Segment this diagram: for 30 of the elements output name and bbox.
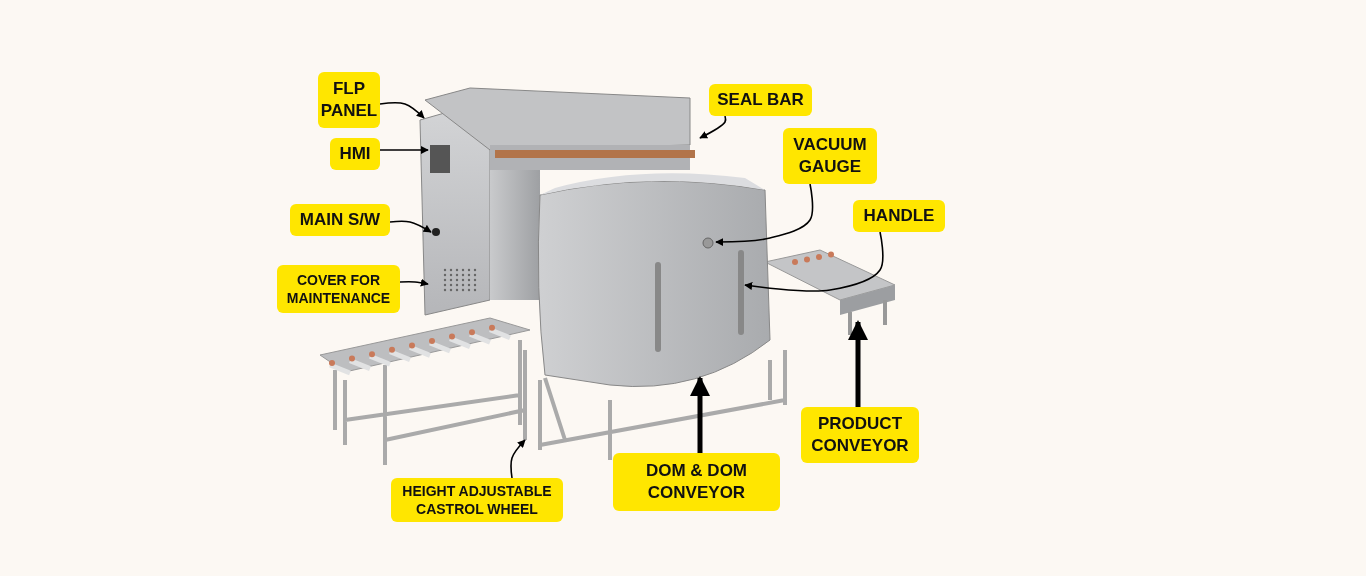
arrow <box>699 115 727 139</box>
arrow <box>379 102 425 119</box>
callout-label <box>801 407 919 463</box>
arrow <box>510 439 526 479</box>
callout-label <box>709 84 812 116</box>
callout-label <box>391 478 563 522</box>
callout-label <box>853 200 945 232</box>
callout-label <box>277 265 400 313</box>
callout-label <box>330 138 380 170</box>
arrow <box>690 376 710 453</box>
arrow <box>715 183 814 246</box>
label-text: HMI <box>339 142 371 165</box>
arrow <box>389 220 432 233</box>
label-text: HEIGHT ADJUSTABLE CASTROL WHEEL <box>401 481 553 519</box>
label-text: HANDLE <box>863 204 935 227</box>
arrow <box>744 231 884 292</box>
label-text: SEAL BAR <box>717 88 804 111</box>
callout-label <box>290 204 390 236</box>
callout-label <box>613 453 780 511</box>
label-text: PRODUCT CONVEYOR <box>810 412 910 457</box>
label-text: MAIN S/W <box>299 208 381 231</box>
label-text: VACUUM GAUGE <box>792 133 868 178</box>
label-text: DOM & DOM CONVEYOR <box>644 459 748 504</box>
arrow <box>379 146 429 154</box>
label-text: COVER FOR MAINTENANCE <box>285 270 392 308</box>
label-text: FLP PANEL <box>320 77 378 122</box>
callout-label <box>318 72 380 128</box>
arrow <box>848 320 868 407</box>
callout-label <box>783 128 877 184</box>
arrow <box>399 278 429 287</box>
